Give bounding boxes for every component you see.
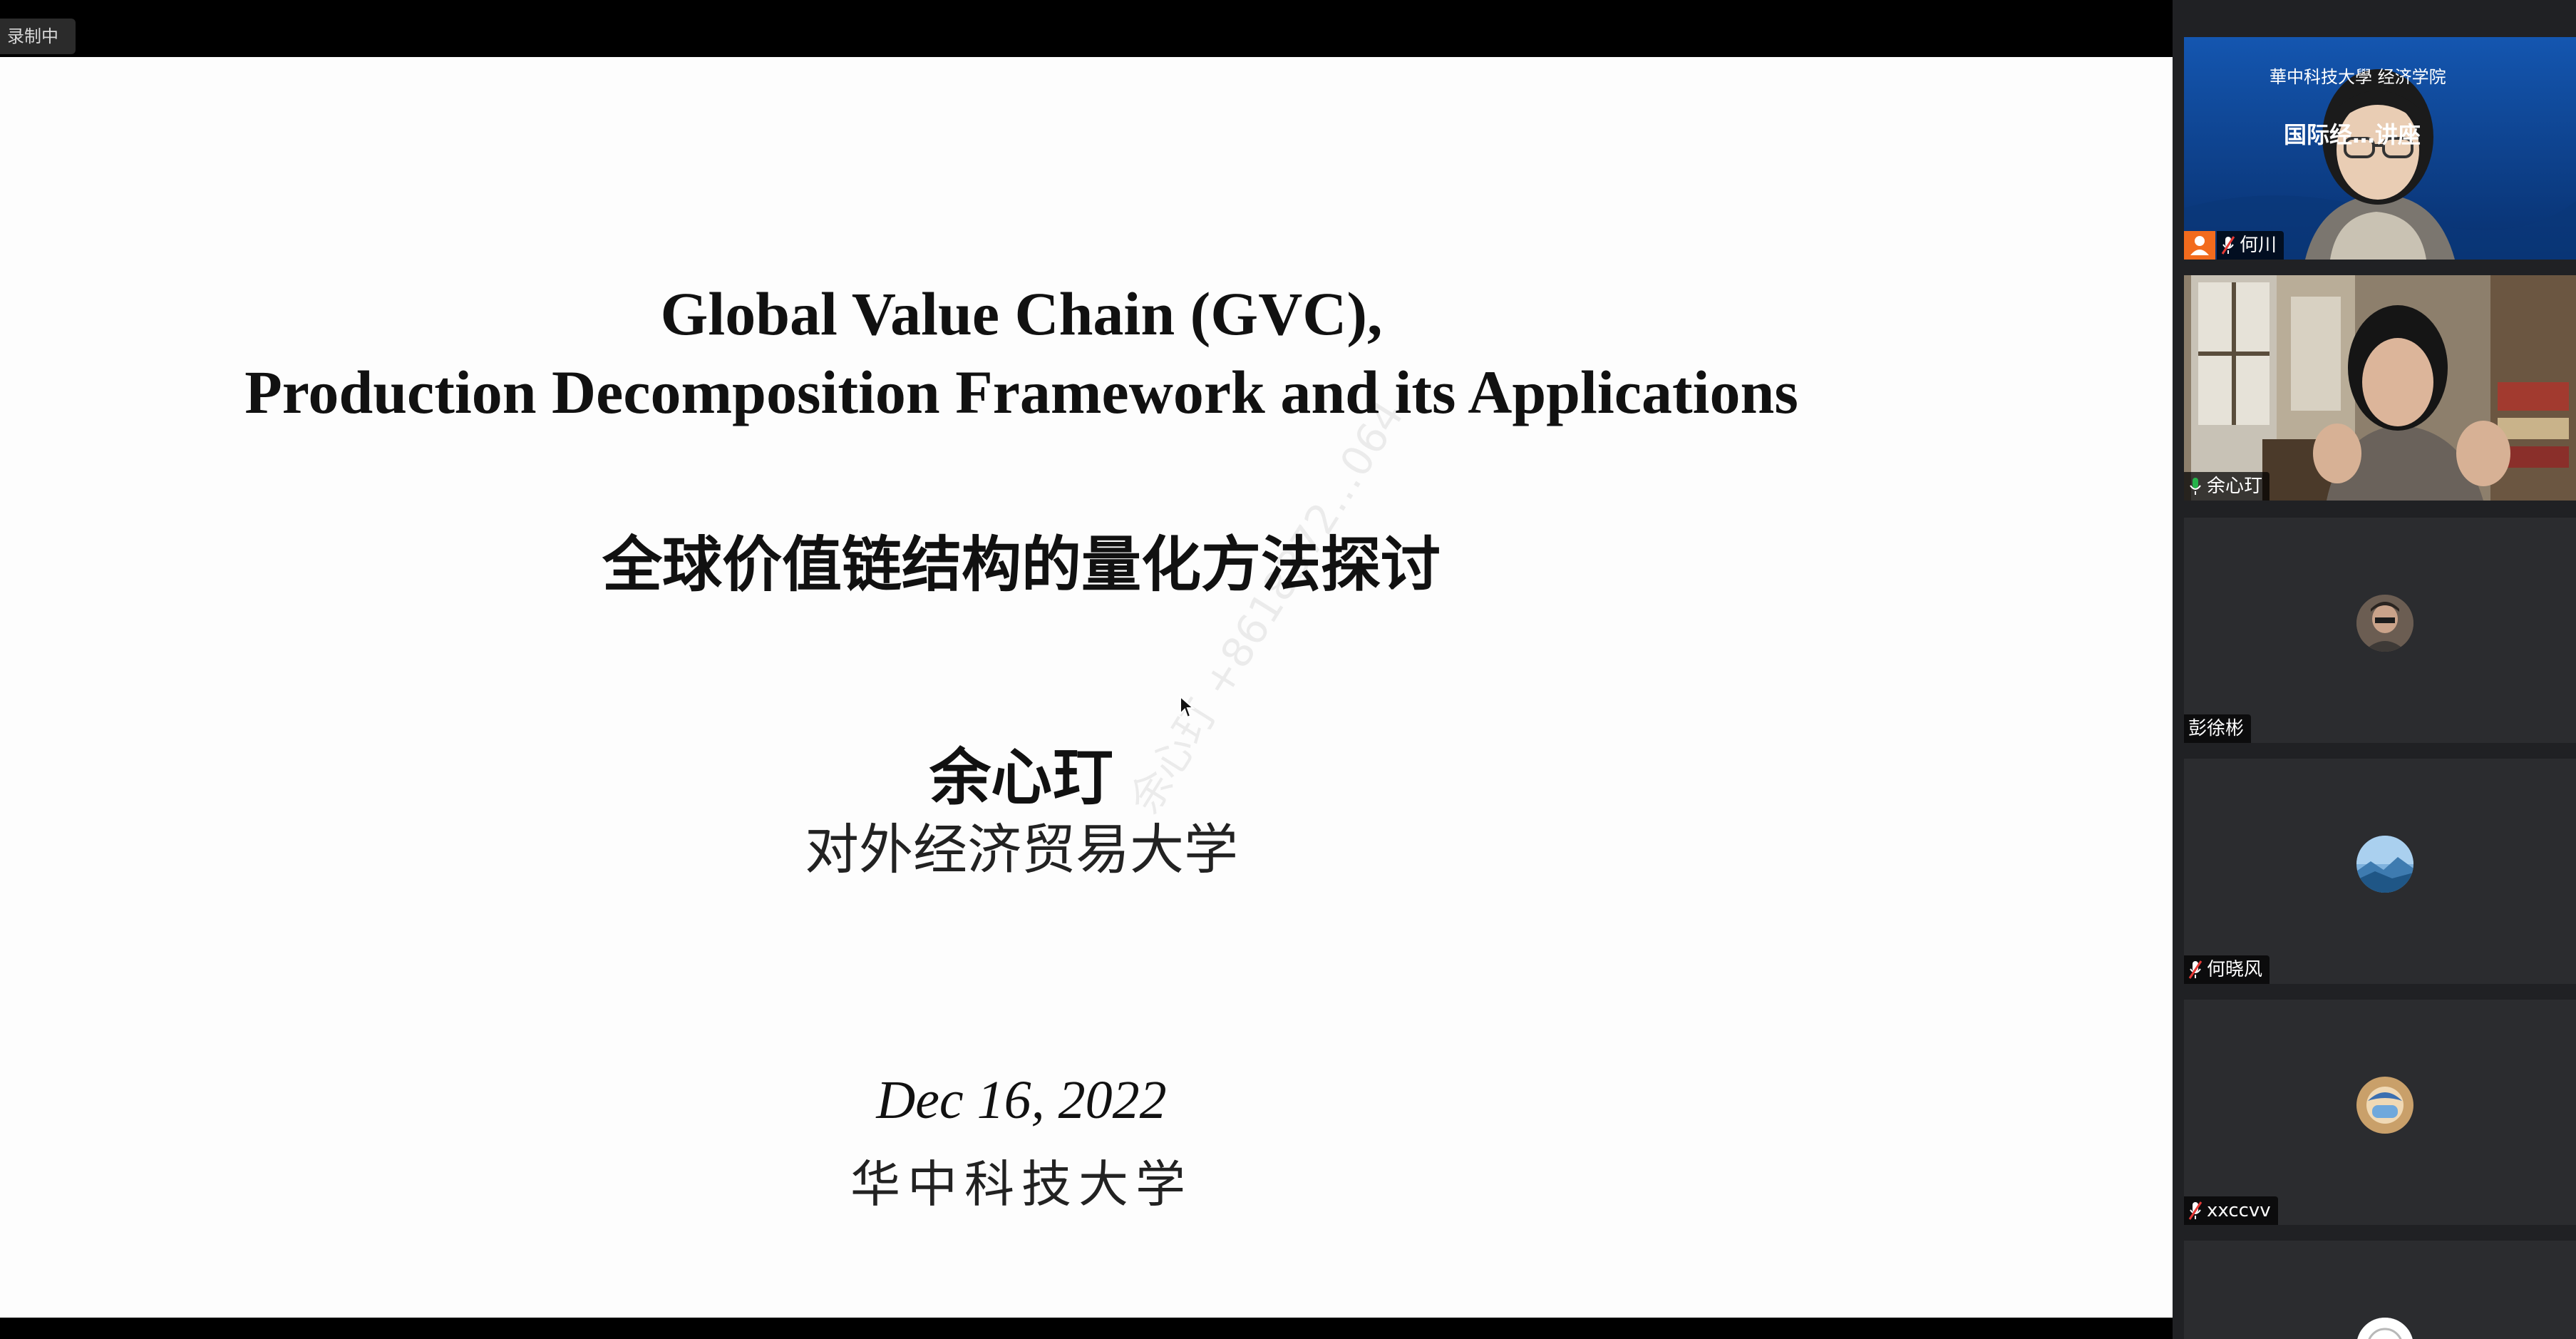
host-badge-icon: [2184, 231, 2215, 260]
slide-venue: 华中科技大学: [850, 1155, 1192, 1214]
slide-title-line-2: Production Decomposition Framework and i…: [244, 358, 1798, 426]
participant-panel[interactable]: 華中科技大學 经济学院 国际经…讲座 何川: [2173, 0, 2576, 1339]
slide-subtitle-chinese: 全球价值链结构的量化方法探讨: [602, 530, 1441, 600]
mic-active-icon: [2190, 478, 2201, 495]
mic-muted-icon: [2188, 960, 2203, 979]
avatar: [2356, 595, 2413, 652]
slide-author: 余心玎: [929, 742, 1113, 814]
presentation-slide: Global Value Chain (GVC), Production Dec…: [0, 57, 2173, 1318]
participant-name-tag: 彭徐彬: [2184, 714, 2252, 743]
recording-indicator[interactable]: 录制中: [0, 19, 76, 54]
participant-tile-partial[interactable]: [2184, 1241, 2576, 1339]
participant-name-tag: 何晓风: [2184, 955, 2270, 984]
mic-muted-icon: [2221, 236, 2235, 255]
shared-screen: 录制中 Global Value Chain (GVC), Production…: [0, 19, 2173, 1318]
participant-name: 何川: [2240, 235, 2277, 256]
participant-tile-hexiaofeng[interactable]: 何晓风: [2184, 759, 2576, 984]
participant-name-tag: xxccvv: [2184, 1196, 2278, 1225]
avatar: [2356, 1077, 2413, 1134]
slide-date: Dec 16, 2022: [876, 1070, 1167, 1130]
participant-name-tag: 余心玎: [2184, 472, 2270, 501]
participant-name: 余心玎: [2207, 476, 2263, 497]
mouse-cursor-icon: [1180, 695, 1195, 719]
avatar: [2356, 836, 2413, 893]
participant-tile-yuxinding[interactable]: 余心玎: [2184, 275, 2576, 501]
banner-title: 国际经…讲座: [2284, 121, 2421, 148]
avatar: [2356, 1318, 2413, 1339]
participant-tile-xxccvv[interactable]: xxccvv: [2184, 1000, 2576, 1225]
video-feed: [2184, 37, 2576, 260]
slide-affiliation: 对外经济贸易大学: [805, 818, 1238, 881]
slide-title-line-1: Global Value Chain (GVC),: [660, 279, 1383, 348]
participant-name: xxccvv: [2207, 1200, 2271, 1221]
participant-tile-hechuan[interactable]: 華中科技大學 经济学院 国际经…讲座 何川: [2184, 37, 2576, 260]
participant-name-tag: 何川: [2217, 231, 2284, 260]
participant-name: 何晓风: [2207, 959, 2263, 980]
banner-logo-text: 華中科技大學 经济学院: [2270, 67, 2446, 87]
participant-tile-pengxubin[interactable]: 彭徐彬: [2184, 518, 2576, 743]
participant-name: 彭徐彬: [2188, 718, 2245, 739]
mic-muted-icon: [2188, 1201, 2203, 1220]
video-feed: [2184, 275, 2576, 501]
